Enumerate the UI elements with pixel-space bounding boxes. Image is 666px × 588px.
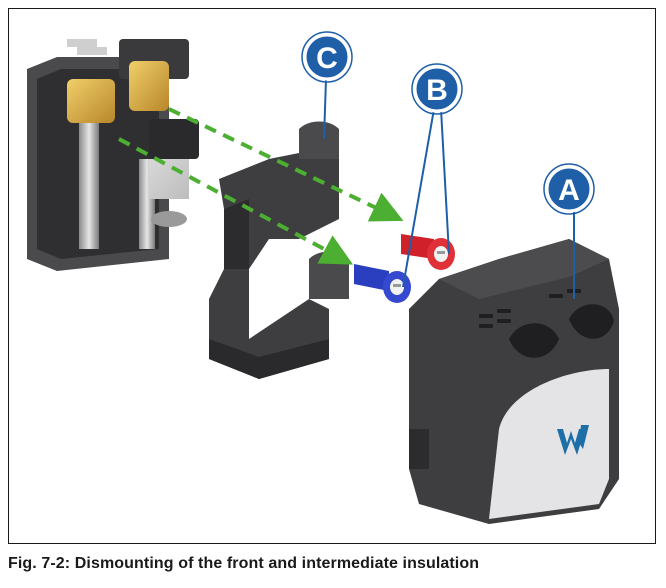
callout-label-b: B [426,74,448,107]
brass-valve-right [129,61,169,111]
removal-arrows [118,107,404,265]
pump-motor [149,119,199,159]
callout-leaders [323,78,575,299]
callout-badge-a: A [543,163,595,215]
figure-frame: C B A [8,8,656,544]
brass-valve-left [67,79,115,123]
callout-badge-b: B [411,63,463,115]
callout-badge-c: C [301,31,353,83]
leader-c [323,78,327,140]
exploded-view-illustration: C B A [27,31,619,524]
figure-caption: Fig. 7-2: Dismounting of the front and i… [8,555,480,572]
arrow-lower [118,137,354,265]
pump-station-group [27,39,199,271]
callout-label-a: A [558,174,580,207]
callout-label-c: C [316,42,338,75]
intermediate-insulation [209,121,349,379]
front-insulation [409,239,619,524]
arrow-upper [168,107,404,222]
brand-logo-w-icon [557,425,589,455]
leader-b-blue [402,108,435,288]
blue-plug [354,264,411,303]
leader-b-red [440,108,450,255]
